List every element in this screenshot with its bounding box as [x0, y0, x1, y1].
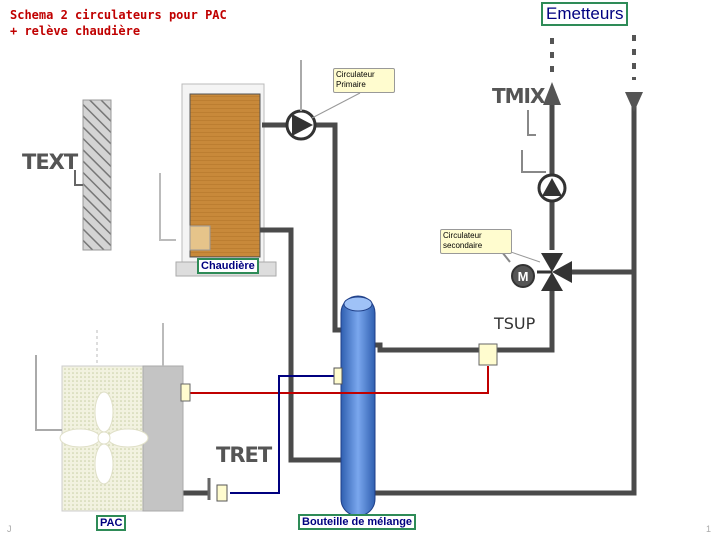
tret-sensor — [216, 484, 228, 502]
diagram-title: Schema 2 circulateurs pour PAC + relève … — [10, 7, 227, 39]
tsup-label: TSUP — [494, 314, 536, 333]
callout-primary-pump: Circulateur Primaire — [333, 68, 395, 93]
fan-icon — [59, 391, 149, 485]
tsup-sensor — [478, 343, 498, 366]
callout-secondary-line1: Circulateur — [443, 231, 482, 240]
text-label: TEXT — [22, 150, 78, 174]
bottle-inlet-sensor — [333, 367, 343, 385]
red-pipe — [190, 366, 489, 394]
mixing-bottle-label: Bouteille de mélange — [298, 514, 417, 530]
heat-pump-unit — [35, 323, 184, 512]
boiler — [159, 83, 277, 277]
callout-secondary-pump: Circulateur secondaire — [440, 229, 512, 254]
secondary-pump-icon — [537, 173, 567, 203]
title-line-1: Schema 2 circulateurs pour PAC — [10, 8, 227, 22]
boiler-label: Chaudière — [197, 258, 259, 274]
tmix-label: TMIX — [492, 84, 545, 108]
emitters-label: Emetteurs — [541, 2, 629, 26]
tret-label: TRET — [216, 443, 272, 467]
callout-secondary-line2: secondaire — [443, 241, 483, 250]
arrow-up-icon — [543, 82, 561, 105]
motor-letter: M — [518, 269, 529, 284]
blue-pipe — [230, 375, 338, 494]
tmix-sensor — [521, 110, 546, 173]
outdoor-sensor — [74, 99, 112, 251]
arrow-down-icon — [625, 92, 643, 112]
footer-right: 1 — [706, 524, 712, 534]
footer-left: J — [7, 524, 12, 534]
callout-primary-line2: Primaire — [336, 80, 366, 89]
title-line-2: + relève chaudière — [10, 24, 141, 38]
callout-primary-line1: Circulateur — [336, 70, 375, 79]
pac-outlet-sensor — [180, 383, 191, 402]
primary-pump-icon — [285, 60, 317, 141]
mixing-bottle — [340, 295, 376, 517]
valve-motor-icon: M — [511, 264, 535, 288]
emitter-dashes — [550, 35, 636, 80]
callout-primary-pointer — [311, 92, 361, 119]
heat-pump-label: PAC — [96, 515, 127, 531]
